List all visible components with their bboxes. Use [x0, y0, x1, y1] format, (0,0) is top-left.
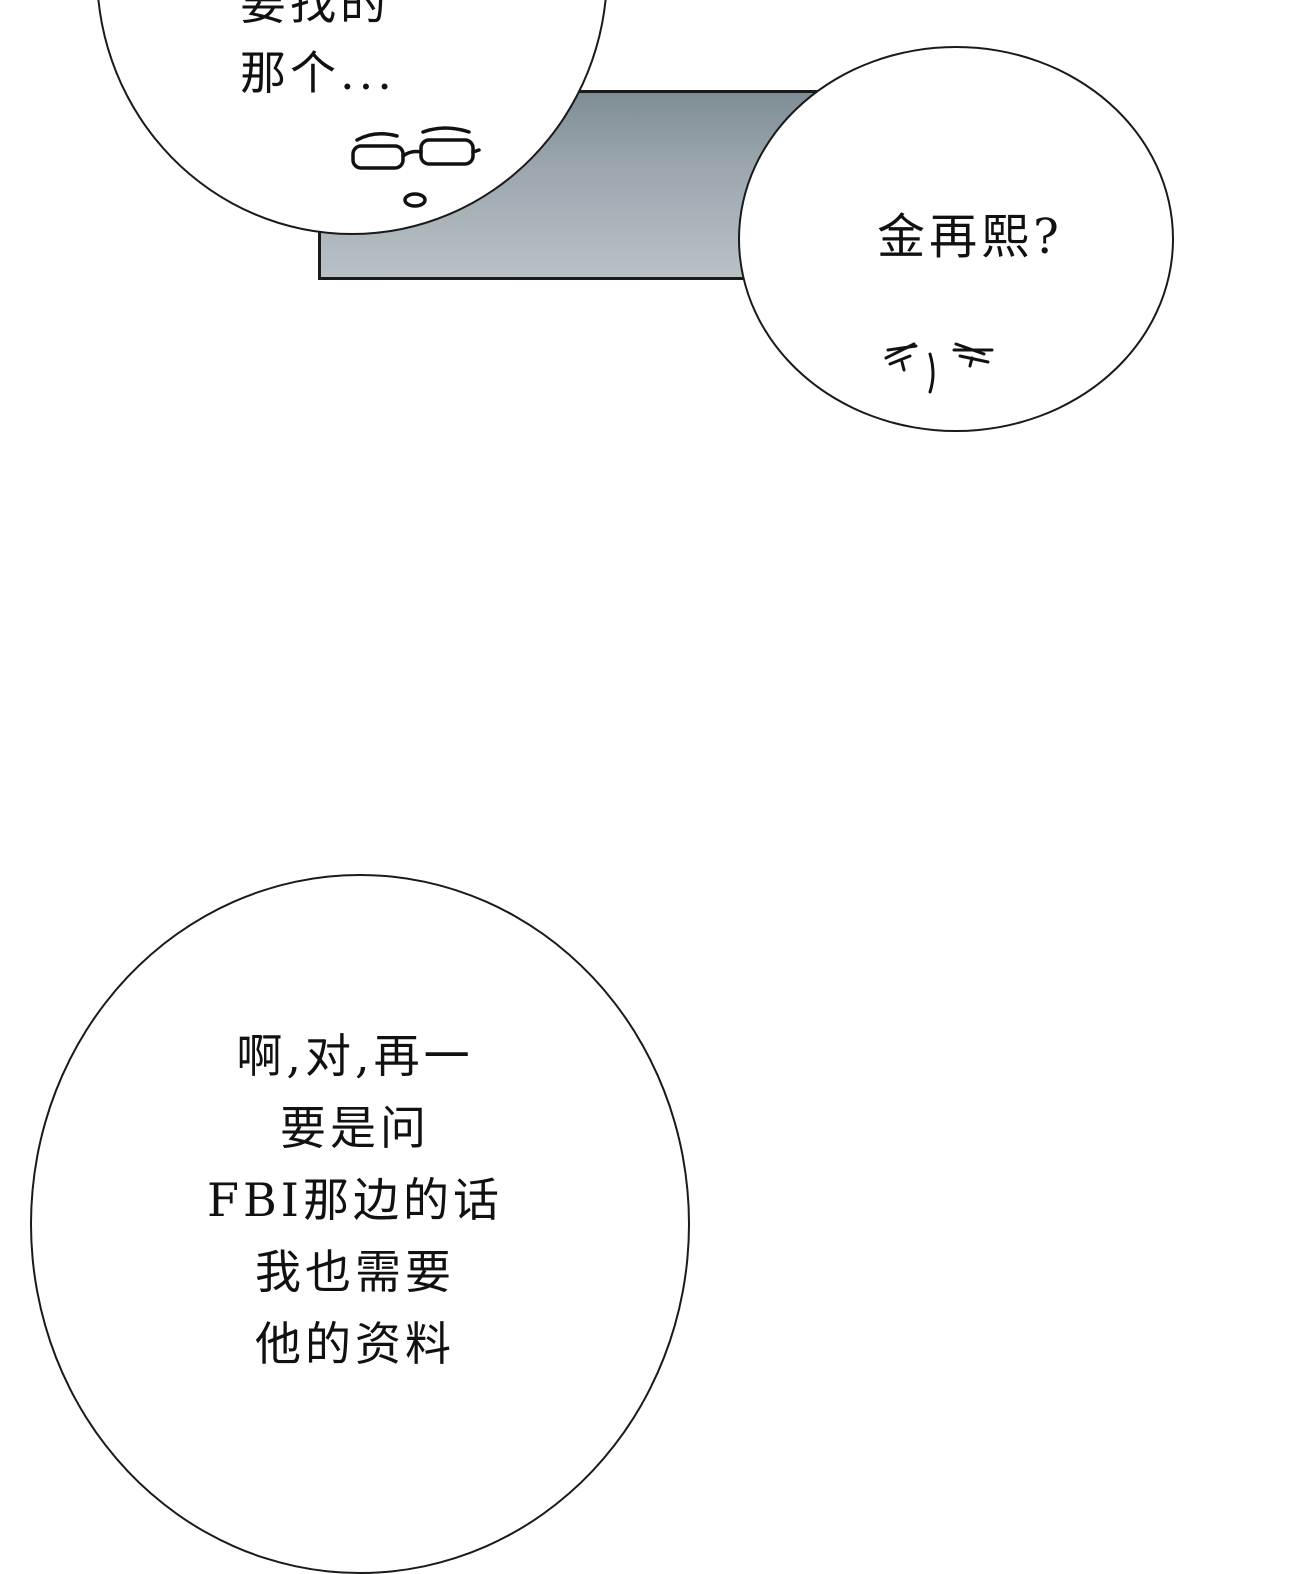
speech-bubble-right — [738, 46, 1174, 432]
speech-line: 要是问 — [280, 1101, 430, 1155]
speech-line: FBI那边的话 — [207, 1173, 503, 1227]
speech-text-right: 金再熙? — [820, 202, 1120, 272]
speech-line: 我也需要 — [255, 1245, 455, 1299]
speech-line: 他的资料 — [255, 1317, 455, 1371]
speech-text-bottom: 啊,对,再一 要是问 FBI那边的话 我也需要 他的资料 — [150, 1020, 560, 1380]
speech-line: 啊,对,再一 — [236, 1029, 474, 1083]
squint-eyes-face-icon — [884, 342, 994, 394]
speech-text-top: 要找的 那个... — [170, 0, 510, 108]
glasses-face-icon — [351, 126, 481, 208]
speech-line: 那个... — [240, 46, 396, 100]
speech-line: 要找的 — [240, 0, 390, 30]
speech-line: 金再熙? — [877, 209, 1063, 265]
